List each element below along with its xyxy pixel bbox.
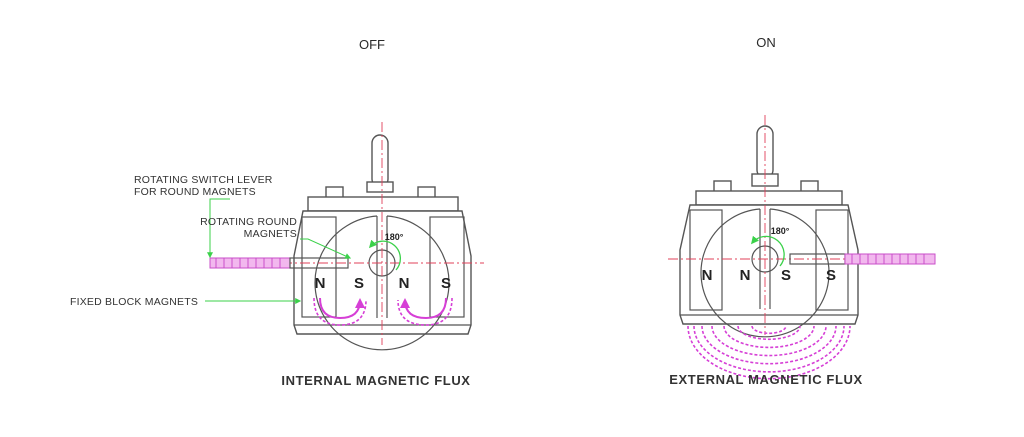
off-lever-collar (366, 181, 394, 193)
on-pole-1: N (702, 267, 713, 284)
off-pole-1: N (315, 275, 326, 292)
on-caption: EXTERNAL MAGNETIC FLUX (669, 372, 863, 387)
on-external-flux (687, 325, 851, 380)
round-callout-line2: MAGNETS (244, 228, 297, 240)
on-state-label: ON (756, 35, 776, 50)
off-fixed-magnet-left (301, 216, 337, 318)
on-rotation-arrow (751, 235, 785, 267)
fixed-callout: FIXED BLOCK MAGNETS (70, 296, 198, 308)
off-rotation-arrow (368, 239, 401, 271)
callout-leaders (205, 198, 352, 304)
off-rotation-angle: 180° (385, 232, 404, 242)
on-pole-3: S (781, 267, 791, 284)
off-pole-2: S (354, 275, 364, 292)
round-callout-line1: ROTATING ROUND (200, 216, 297, 228)
off-state-label: OFF (359, 37, 385, 52)
on-pole-4: S (826, 267, 836, 284)
on-rotation-angle: 180° (771, 226, 790, 236)
off-housing (293, 210, 472, 335)
off-lever-shaft (209, 257, 291, 269)
on-top-plate (695, 190, 843, 206)
lever-callout-line1: ROTATING SWITCH LEVER (134, 174, 273, 186)
off-assembly: 180° N S N S (209, 122, 484, 351)
off-pole-4: S (441, 275, 451, 292)
lever-callout-line2: FOR ROUND MAGNETS (134, 186, 256, 198)
off-fixed-magnet-right (429, 216, 465, 318)
lever-leader (207, 198, 230, 259)
on-fixed-magnet-left (689, 209, 723, 311)
off-internal-flux (313, 297, 453, 326)
on-lever-shaft (844, 253, 936, 265)
on-housing (679, 204, 859, 325)
off-lever-knob (371, 134, 389, 188)
off-round-magnet (314, 215, 450, 351)
off-top-plate (307, 196, 459, 212)
off-caption: INTERNAL MAGNETIC FLUX (281, 373, 470, 388)
on-pole-2: N (740, 267, 751, 284)
on-assembly: 180° N N S S (668, 115, 936, 380)
round-magnet-leader (300, 238, 352, 259)
off-pole-3: N (399, 275, 410, 292)
